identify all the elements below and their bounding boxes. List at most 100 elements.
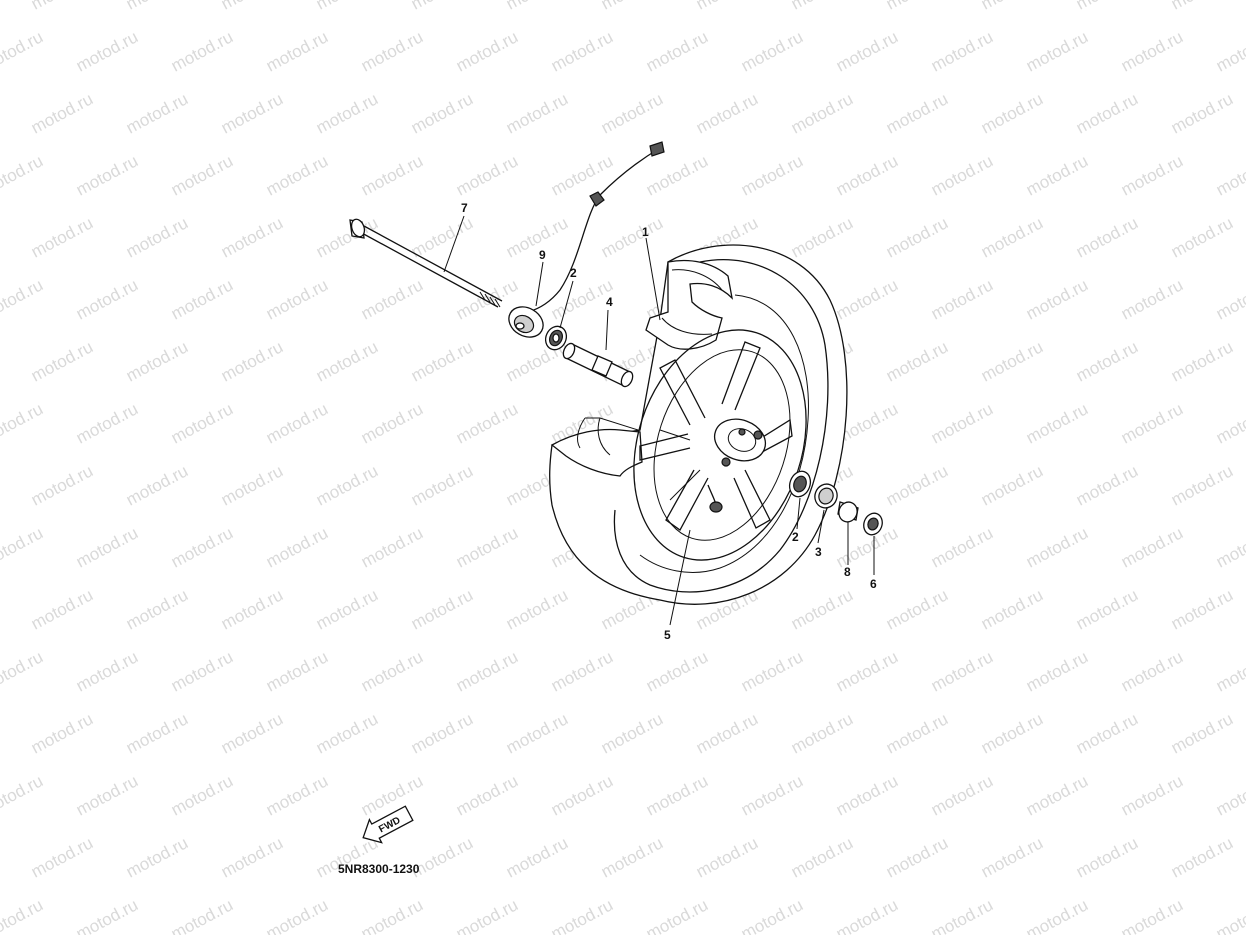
watermark-text: motod.ru (788, 709, 856, 757)
watermark-text: motod.ru (1073, 0, 1141, 14)
watermark-text: motod.ru (1023, 151, 1091, 199)
watermark-text: motod.ru (263, 523, 331, 571)
watermark-text: motod.ru (123, 213, 191, 261)
watermark-text: motod.ru (643, 771, 711, 819)
watermark-text: motod.ru (1118, 647, 1186, 695)
wheel-hub (713, 418, 767, 467)
watermark-text: motod.ru (1168, 89, 1236, 137)
watermark-text: motod.ru (28, 89, 96, 137)
watermark-text: motod.ru (883, 833, 951, 881)
watermark-text: motod.ru (928, 399, 996, 447)
rim-inner (653, 349, 791, 541)
watermark-text: motod.ru (978, 213, 1046, 261)
watermark-text: motod.ru (1118, 275, 1186, 323)
watermark-text: motod.ru (0, 27, 46, 75)
wheel-spokes (639, 341, 793, 531)
watermark-text: motod.ru (453, 27, 521, 75)
watermark-text: motod.ru (598, 709, 666, 757)
watermark-text: motod.ru (1213, 771, 1246, 819)
watermark-text: motod.ru (1168, 585, 1236, 633)
watermark-text: motod.ru (263, 151, 331, 199)
watermark-text: motod.ru (978, 461, 1046, 509)
watermark-text: motod.ru (73, 523, 141, 571)
collar (837, 501, 859, 523)
watermark-text: motod.ru (408, 585, 476, 633)
watermark-text: motod.ru (738, 151, 806, 199)
callout-8: 8 (844, 565, 851, 579)
watermark-text: motod.ru (408, 89, 476, 137)
axle-nut (863, 512, 883, 536)
watermark-text: motod.ru (73, 151, 141, 199)
watermark-text: motod.ru (788, 89, 856, 137)
watermark-text: motod.ru (453, 399, 521, 447)
front-axle (349, 218, 503, 308)
watermark-text: motod.ru (978, 833, 1046, 881)
watermark-text: motod.ru (643, 647, 711, 695)
watermark-text: motod.ru (503, 833, 571, 881)
watermark-text: motod.ru (168, 523, 236, 571)
watermark-text: motod.ru (1073, 89, 1141, 137)
watermark-text: motod.ru (1213, 399, 1246, 447)
watermark-text: motod.ru (1073, 585, 1141, 633)
watermark-text: motod.ru (168, 895, 236, 935)
bearing-right (788, 470, 812, 498)
watermark-text: motod.ru (883, 709, 951, 757)
meter-gear-unit (508, 141, 665, 338)
watermark-text: motod.ru (928, 523, 996, 571)
watermark-text: motod.ru (73, 647, 141, 695)
watermark-text: motod.ru (1118, 895, 1186, 935)
watermark-text: motod.ru (453, 647, 521, 695)
watermark-text: motod.ru (928, 151, 996, 199)
watermark-text: motod.ru (978, 709, 1046, 757)
watermark-text: motod.ru (358, 27, 426, 75)
watermark-text: motod.ru (1023, 27, 1091, 75)
watermark-text: motod.ru (313, 89, 381, 137)
watermark-text: motod.ru (928, 27, 996, 75)
tire-cutaway-bottom (550, 428, 643, 477)
watermark-text: motod.ru (548, 27, 616, 75)
watermark-text: motod.ru (1168, 0, 1236, 14)
watermark-text: motod.ru (883, 0, 951, 14)
watermark-text: motod.ru (598, 89, 666, 137)
watermark-text: motod.ru (313, 709, 381, 757)
watermark-text: motod.ru (218, 585, 286, 633)
watermark-text: motod.ru (978, 585, 1046, 633)
watermark-text: motod.ru (883, 89, 951, 137)
watermark-text: motod.ru (693, 709, 761, 757)
watermark-text: motod.ru (883, 461, 951, 509)
watermark-text: motod.ru (0, 709, 1, 757)
watermark-text: motod.ru (123, 833, 191, 881)
watermark-text: motod.ru (1168, 461, 1236, 509)
callout-2-right: 2 (792, 530, 799, 544)
watermark-text: motod.ru (0, 833, 1, 881)
watermark-text: motod.ru (218, 89, 286, 137)
watermark-text: motod.ru (833, 895, 901, 935)
watermark-text: motod.ru (978, 0, 1046, 14)
watermark-text: motod.ru (1168, 833, 1236, 881)
watermark-text: motod.ru (28, 585, 96, 633)
watermark-text: motod.ru (1118, 771, 1186, 819)
watermark-text: motod.ru (738, 27, 806, 75)
tire-outer (549, 244, 848, 605)
watermark-text: motod.ru (358, 275, 426, 323)
watermark-text: motod.ru (788, 833, 856, 881)
watermark-text: motod.ru (503, 0, 571, 14)
watermark-text: motod.ru (73, 895, 141, 935)
watermark-text: motod.ru (928, 647, 996, 695)
watermark-text: motod.ru (358, 647, 426, 695)
watermark-text: motod.ru (263, 895, 331, 935)
watermark-text: motod.ru (883, 337, 951, 385)
watermark-text: motod.ru (0, 771, 46, 819)
watermark-text: motod.ru (598, 213, 666, 261)
watermark-text: motod.ru (73, 275, 141, 323)
watermark-text: motod.ru (0, 647, 46, 695)
watermark-text: motod.ru (1023, 275, 1091, 323)
watermark-text: motod.ru (263, 647, 331, 695)
watermark-text: motod.ru (1118, 399, 1186, 447)
watermark-text: motod.ru (313, 461, 381, 509)
watermark-text: motod.ru (693, 89, 761, 137)
watermark-text: motod.ru (503, 213, 571, 261)
watermark-text: motod.ru (313, 337, 381, 385)
watermark-text: motod.ru (788, 213, 856, 261)
